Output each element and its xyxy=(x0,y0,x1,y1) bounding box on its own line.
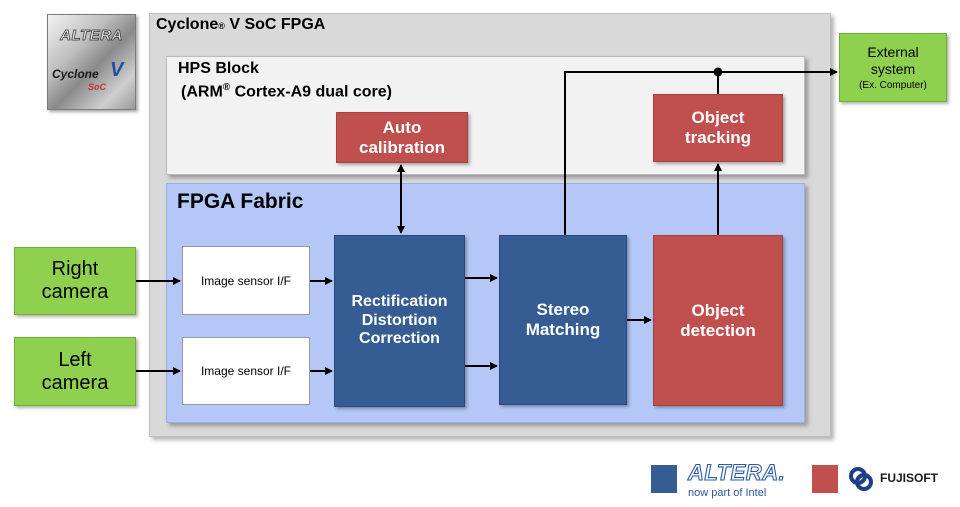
cyclone-soc-title: Cyclone® V SoC FPGA xyxy=(156,16,326,33)
object-tracking-block: Object tracking xyxy=(653,94,783,162)
image-sensor-if-right: Image sensor I/F xyxy=(182,246,310,315)
fujisoft-logo-icon xyxy=(849,467,873,491)
object-detection-block: Object detection xyxy=(653,235,783,406)
hps-block-subtitle: (ARM® Cortex-A9 dual core) xyxy=(181,82,392,101)
external-system-subtitle: (Ex. Computer) xyxy=(859,79,927,91)
altera-logo-subtitle: now part of Intel xyxy=(688,487,767,499)
legend-altera-swatch xyxy=(651,465,677,493)
fujisoft-logo-text: FUJISOFT xyxy=(880,471,939,485)
external-system-title: External system xyxy=(867,44,919,77)
junction-dot xyxy=(713,67,723,77)
chip-variant-text: SoC xyxy=(88,82,106,92)
chip-product-text: Cyclone xyxy=(52,67,99,81)
hps-block-title: HPS Block xyxy=(178,60,259,77)
external-system-block: External system (Ex. Computer) xyxy=(839,33,947,102)
left-camera-block: Left camera xyxy=(14,337,136,406)
legend-fujisoft-swatch xyxy=(812,465,838,493)
stereo-matching-block: Stereo Matching xyxy=(499,235,627,405)
cyclone-v-soc-chip-logo: ALTERA Cyclone V SoC xyxy=(47,14,136,110)
image-sensor-if-left: Image sensor I/F xyxy=(182,337,310,405)
chip-brand-text: ALTERA xyxy=(60,27,123,45)
altera-logo: ALTERA. xyxy=(687,459,786,485)
fpga-fabric-title: FPGA Fabric xyxy=(177,190,304,213)
right-camera-block: Right camera xyxy=(14,247,136,315)
rectification-block: Rectification Distortion Correction xyxy=(334,235,465,407)
auto-calibration-block: Auto calibration xyxy=(336,112,468,163)
chip-version-text: V xyxy=(110,59,124,81)
stereo-to-external-line xyxy=(564,68,838,235)
